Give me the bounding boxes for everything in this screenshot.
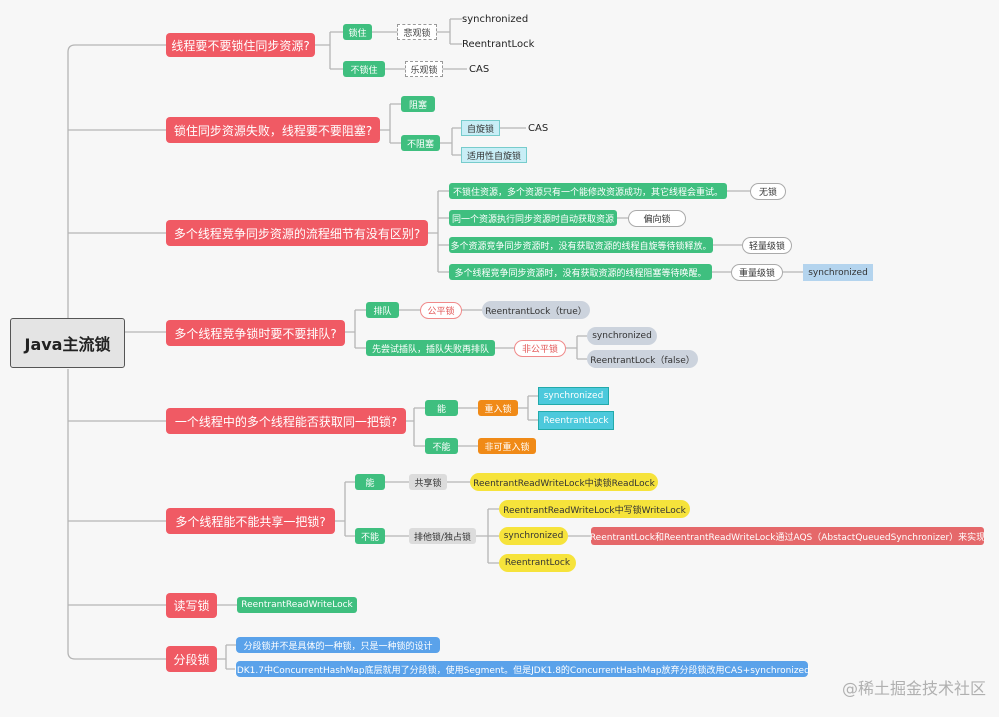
label-can-share: 能 — [355, 474, 385, 490]
cas-text: CAS — [469, 63, 490, 75]
non-reentrant-lock: 非可重入锁 — [478, 438, 536, 454]
question-lock-resource: 线程要不要锁住同步资源? — [166, 33, 315, 57]
fair-lock: 公平锁 — [420, 302, 462, 319]
label-queue: 排队 — [366, 302, 399, 318]
desc-lightweight: 多个资源竞争同步资源时，没有获取资源的线程自旋等待锁释放。 — [449, 237, 713, 253]
cas-text-2: CAS — [528, 122, 549, 134]
question-block-on-fail: 锁住同步资源失败，线程要不要阻塞? — [166, 117, 380, 143]
label-try-first: 先尝试插队，插队失败再排队 — [366, 340, 495, 356]
biased-lock: 偏向锁 — [628, 210, 686, 227]
shared-lock: 共享锁 — [409, 474, 447, 490]
desc-no-lock: 不锁住资源，多个资源只有一个能修改资源成功，其它线程会重试。 — [449, 183, 727, 199]
label-cannot-share: 不能 — [355, 528, 385, 544]
optimistic-lock: 乐观锁 — [405, 61, 443, 77]
heavyweight-sync: synchronized — [803, 264, 873, 281]
reentrant-sync: synchronized — [538, 387, 609, 405]
pessimistic-lock: 悲观锁 — [397, 24, 437, 40]
unfair-lock: 非公平锁 — [514, 340, 566, 357]
exclusive-sync: synchronized — [499, 527, 568, 545]
heavyweight-lock: 重量级锁 — [731, 264, 783, 281]
adaptive-spin-lock: 适用性自旋锁 — [461, 147, 527, 163]
question-read-write-lock: 读写锁 — [166, 593, 217, 618]
watermark: @稀土掘金技术社区 — [841, 679, 986, 698]
desc-heavyweight: 多个线程竞争同步资源时，没有获取资源的线程阻塞等待唤醒。 — [449, 264, 712, 280]
reentrant-lock: 重入锁 — [478, 400, 518, 416]
question-competition-flow: 多个线程竞争同步资源的流程细节有没有区别? — [166, 220, 428, 246]
label-cannot-reenter: 不能 — [425, 438, 458, 454]
unfair-reentrantlock: ReentrantLock（false） — [587, 350, 698, 368]
exclusive-lock: 排他锁/独占锁 — [409, 528, 476, 544]
reentrantlock-text: ReentrantLock — [462, 38, 535, 50]
read-lock: ReentrantReadWriteLock中读锁ReadLock — [470, 473, 658, 491]
root-node: Java主流锁 — [10, 318, 125, 368]
label-no-block: 不阻塞 — [401, 135, 440, 151]
lightweight-lock: 轻量级锁 — [742, 237, 792, 254]
read-write-lock-impl: ReentrantReadWriteLock — [237, 597, 357, 613]
write-lock: ReentrantReadWriteLock中写锁WriteLock — [499, 500, 690, 518]
spin-lock: 自旋锁 — [461, 120, 500, 136]
question-reentrant: 一个线程中的多个线程能否获取同一把锁? — [166, 408, 406, 434]
label-can-reenter: 能 — [425, 400, 458, 416]
segment-lock-desc: 分段锁并不是具体的一种锁，只是一种锁的设计 — [236, 637, 440, 653]
fair-lock-impl: ReentrantLock（true） — [482, 301, 590, 319]
lock-free: 无锁 — [750, 183, 786, 200]
exclusive-reentrantlock: ReentrantLock — [499, 554, 576, 572]
question-segment-lock: 分段锁 — [166, 646, 217, 672]
desc-biased: 同一个资源执行同步资源时自动获取资源 — [449, 210, 617, 226]
aqs-note: ReentrantLock和ReentrantReadWriteLock通过AQ… — [590, 527, 985, 545]
unfair-sync: synchronized — [587, 327, 657, 345]
segment-lock-jdk: JDK1.7中ConcurrentHashMap底层就用了分段锁，使用Segme… — [234, 661, 810, 677]
label-lock: 锁住 — [343, 24, 372, 40]
label-block: 阻塞 — [401, 96, 435, 112]
question-shared: 多个线程能不能共享一把锁? — [166, 508, 335, 534]
question-queue: 多个线程竞争锁时要不要排队? — [166, 320, 345, 346]
synchronized-text: synchronized — [462, 13, 529, 25]
label-no-lock: 不锁住 — [343, 61, 385, 77]
reentrant-reentrantlock: ReentrantLock — [538, 411, 614, 430]
